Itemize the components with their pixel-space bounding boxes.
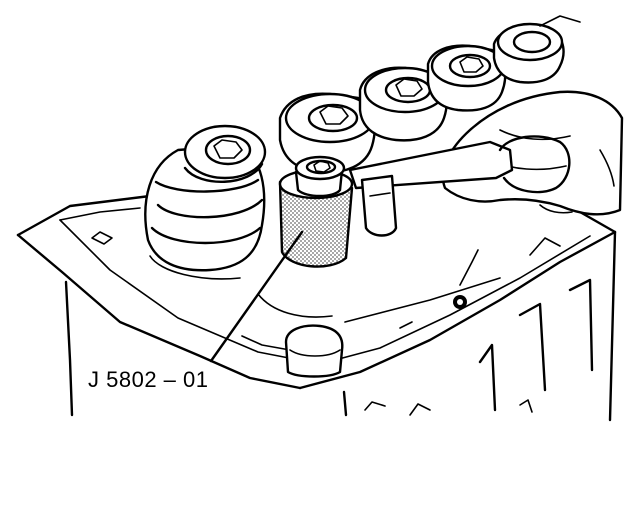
knurled-adjusting-tool: [278, 155, 354, 268]
lower-boss: [149, 255, 344, 378]
rocker-assembly-1: [144, 124, 267, 272]
tool-callout-label: J 5802 – 01: [88, 367, 209, 392]
cylinder-head-casting: [16, 194, 617, 422]
rocker-assembly-4: [426, 44, 507, 112]
rocker-assembly-3: [358, 66, 448, 142]
mechanic-hand: [441, 90, 624, 216]
wrench: [348, 135, 571, 237]
rocker-assembly-5: [492, 15, 581, 84]
callout-leader-line: [209, 230, 304, 363]
